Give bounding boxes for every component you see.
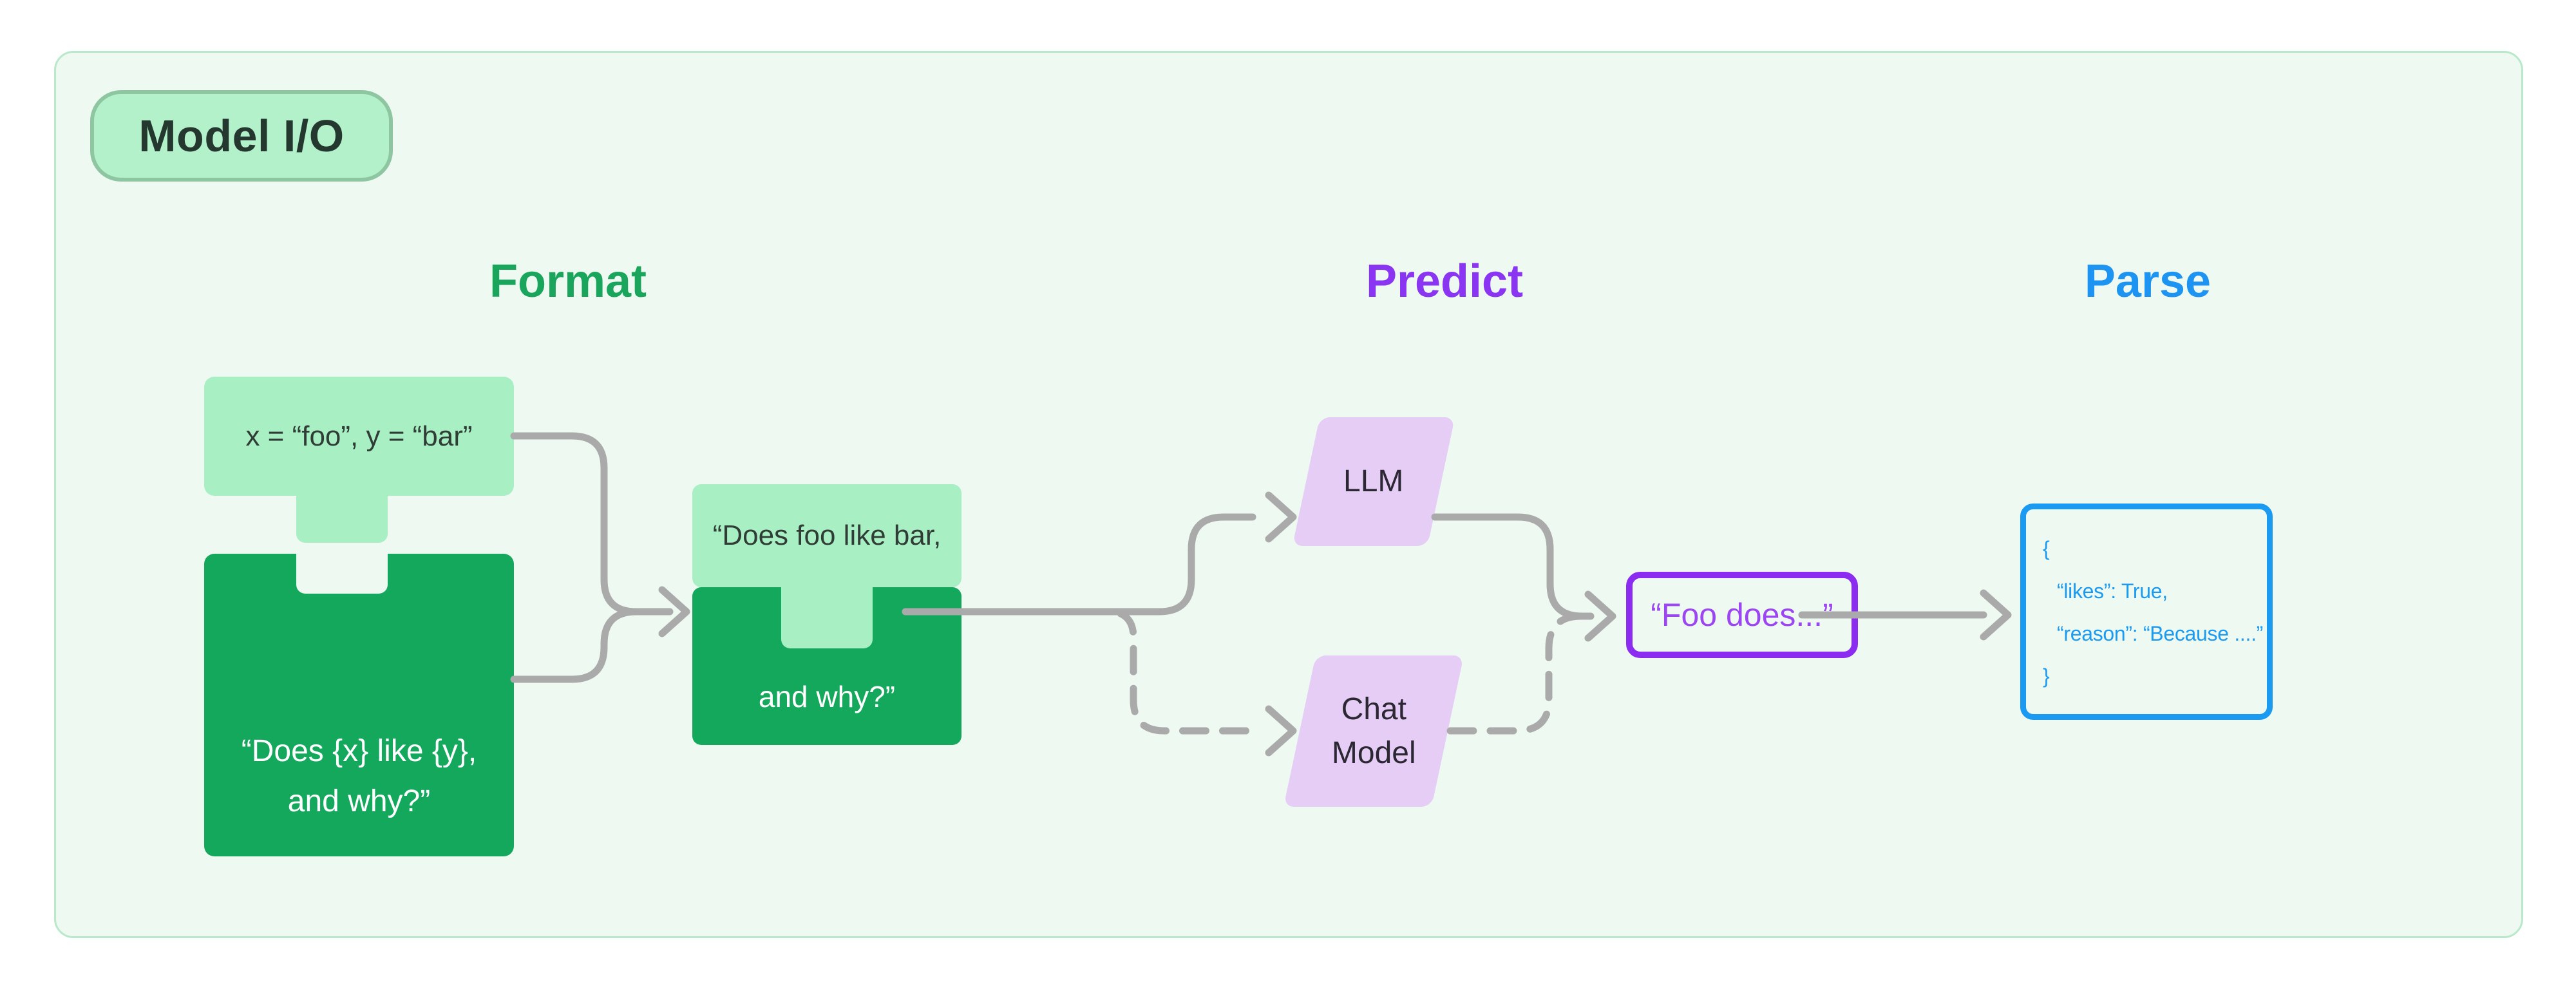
chat-model-label-line1: Chat bbox=[1341, 692, 1406, 726]
prompt-box-top: “Does foo like bar, bbox=[692, 484, 961, 587]
model-io-panel: Model I/O Format Predict Parse x = “foo”… bbox=[54, 51, 2523, 938]
template-box: “Does {x} like {y}, and why?” bbox=[204, 554, 514, 856]
parsed-line-close-brace: } bbox=[2043, 664, 2050, 688]
llm-node-label: LLM bbox=[1343, 464, 1404, 498]
variables-box: x = “foo”, y = “bar” bbox=[204, 377, 514, 496]
prompt-text-line1: “Does foo like bar, bbox=[712, 520, 942, 551]
parsed-output-box: { “likes”: True, “reason”: “Because ....… bbox=[2020, 504, 2273, 720]
parsed-line-likes: “likes”: True, bbox=[2057, 579, 2168, 603]
template-puzzle-notch bbox=[296, 554, 388, 594]
section-header-predict: Predict bbox=[1365, 256, 1524, 307]
completion-box: “Foo does...” bbox=[1626, 572, 1858, 658]
parsed-line-reason: “reason”: “Because ....” bbox=[2057, 622, 2264, 645]
model-io-badge-label: Model I/O bbox=[138, 111, 345, 161]
chat-model-node: Chat Model bbox=[1283, 655, 1464, 807]
chat-model-label: Chat Model bbox=[1332, 688, 1416, 775]
model-io-badge: Model I/O bbox=[90, 90, 393, 182]
parsed-line-open-brace: { bbox=[2043, 537, 2050, 560]
chat-model-label-line2: Model bbox=[1331, 735, 1416, 770]
prompt-text-line2: and why?” bbox=[758, 680, 896, 713]
variables-text: x = “foo”, y = “bar” bbox=[245, 420, 473, 452]
section-header-format: Format bbox=[489, 256, 647, 307]
completion-text: “Foo does...” bbox=[1651, 597, 1833, 633]
variables-puzzle-tab bbox=[296, 496, 388, 543]
llm-node: LLM bbox=[1292, 417, 1455, 546]
prompt-puzzle-tab bbox=[781, 587, 873, 648]
template-text-line2: and why?” bbox=[287, 784, 431, 818]
section-header-parse: Parse bbox=[2084, 256, 2211, 307]
template-text-line1: “Does {x} like {y}, bbox=[241, 734, 477, 768]
